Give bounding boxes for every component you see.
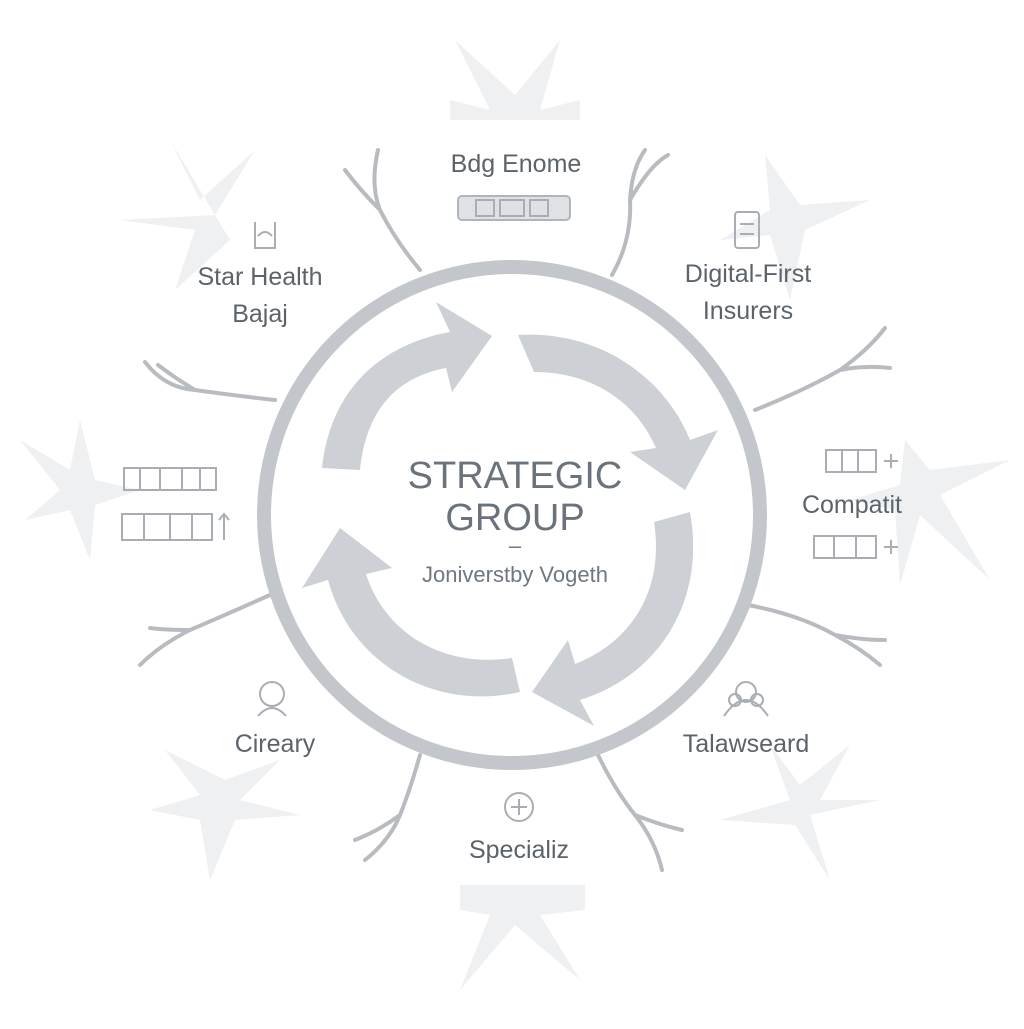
node-bottom-left-label: Cireary (235, 730, 316, 758)
cycle-arrow-bottom-right (532, 512, 694, 726)
branch-left-lower (138, 593, 272, 667)
user-circle-icon (257, 681, 287, 717)
node-right: Compatit (802, 449, 902, 559)
ghost-shape-bottom (460, 885, 585, 990)
node-left (121, 467, 230, 541)
node-top-left-line2: Bajaj (232, 300, 288, 328)
node-right-label: Compatit (802, 491, 902, 519)
bar-icon-left-top (123, 467, 217, 491)
ghost-shape-bottom-left (150, 750, 300, 880)
branch-right-upper (753, 326, 892, 412)
node-bottom-right: Talawseard (683, 681, 809, 758)
node-top-left: Star Health Bajaj (197, 222, 323, 328)
background-shapes (20, 40, 1010, 990)
ghost-shape-left (20, 420, 140, 560)
node-top-label: Bdg Enome (451, 150, 582, 178)
outer-ring (257, 260, 767, 770)
center-title-line2: GROUP (445, 497, 584, 539)
card-icon (457, 195, 571, 221)
node-top-right: Digital-First Insurers (685, 211, 811, 325)
node-bottom-label: Specializ (469, 836, 569, 864)
person-icon (254, 222, 276, 249)
ghost-shape-right (850, 440, 1010, 585)
bar-icon-left-bottom (121, 512, 230, 541)
node-bottom: Specializ (469, 792, 569, 864)
cycle-arrow-top-left (322, 302, 492, 470)
plus-circle-icon (504, 792, 534, 822)
ghost-shape-top-left (120, 140, 255, 290)
bar-icon-right-bottom (813, 535, 898, 559)
center-block: STRATEGIC GROUP – Joniverstby Vogeth (408, 455, 623, 587)
bar-icon-right-top (825, 449, 898, 473)
branch-left-upper (143, 360, 277, 402)
branch-connectors (138, 148, 892, 872)
node-top-left-line1: Star Health (197, 263, 322, 291)
people-icon (723, 681, 769, 717)
node-top-right-line1: Digital-First (685, 260, 811, 288)
cycle-arrow-bottom-left (302, 528, 520, 697)
node-top: Bdg Enome (451, 150, 582, 221)
branch-bottom-left (353, 753, 422, 862)
ghost-shape-top-right (720, 155, 870, 300)
node-bottom-right-label: Talawseard (683, 730, 809, 758)
cycle-arrow-top-right (518, 334, 718, 490)
node-bottom-left: Cireary (235, 681, 316, 758)
center-dash: – (509, 533, 522, 558)
branch-right-lower (746, 603, 887, 667)
branch-top-right (610, 148, 670, 277)
center-title-line1: STRATEGIC (408, 455, 623, 497)
center-subtitle: Joniverstby Vogeth (422, 562, 608, 587)
cycle-arrows (302, 302, 718, 726)
node-top-right-line2: Insurers (703, 297, 793, 325)
ghost-shape-bottom-right (720, 745, 880, 880)
branch-top-left (343, 148, 422, 272)
ghost-shape-top (450, 40, 580, 120)
phone-icon (734, 211, 760, 249)
branch-bottom-right (596, 753, 684, 872)
